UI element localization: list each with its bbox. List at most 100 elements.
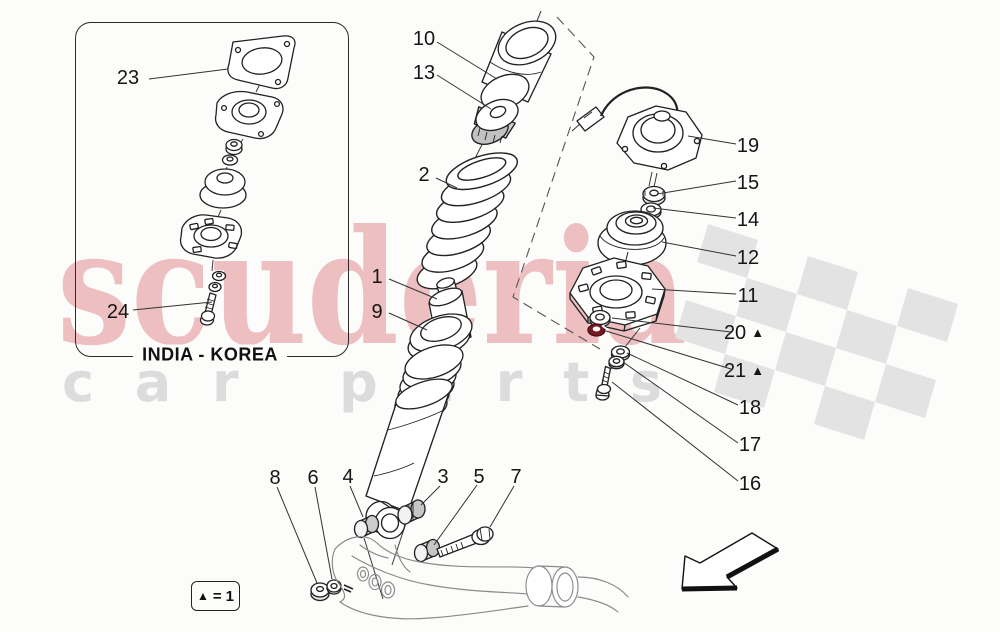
bump-stop xyxy=(471,98,519,145)
legend-equals-sign: = xyxy=(212,587,222,605)
leader-line-9 xyxy=(388,312,428,331)
callout-label-11: 11 xyxy=(738,286,759,306)
callout-number: 15 xyxy=(736,172,760,194)
callout-label-14: 14 xyxy=(737,210,759,230)
callout-number: 9 xyxy=(371,301,383,323)
arm-stud xyxy=(343,584,354,593)
leader-line-7 xyxy=(489,485,515,528)
leader-line-10 xyxy=(436,41,498,80)
coil-spring xyxy=(416,152,518,290)
snap-ring xyxy=(587,323,607,337)
leader-line-17 xyxy=(622,361,739,444)
arm-washer xyxy=(326,579,342,595)
callout-label-9: 9 xyxy=(371,302,382,322)
assembly-axis-dashed-line xyxy=(512,16,601,350)
callout-number: 19 xyxy=(736,135,760,157)
leader-line-18 xyxy=(626,352,739,406)
flag-cell xyxy=(814,386,875,440)
leader-line-13 xyxy=(436,74,492,110)
leader-line-14 xyxy=(652,207,737,219)
callout-number: 23 xyxy=(116,67,140,89)
callout-number: 11 xyxy=(737,285,759,307)
eye-bushing-left xyxy=(353,514,380,539)
sensor-top-mount xyxy=(616,105,703,171)
variant-box-label: INDIA - KOREA xyxy=(133,344,287,366)
arm-nut xyxy=(310,582,330,602)
callout-number: 21 xyxy=(723,360,747,382)
leader-line-11 xyxy=(651,288,737,295)
callout-label-3: 3 xyxy=(437,467,448,487)
flag-cell xyxy=(675,300,736,354)
leader-line-20 xyxy=(611,317,732,333)
leader-line-21 xyxy=(605,330,732,370)
callout-number: 7 xyxy=(510,466,522,488)
leader-line-4 xyxy=(349,485,364,518)
leader-line-24 xyxy=(132,301,213,311)
sensor-mount-stack xyxy=(569,86,703,401)
callout-number: 18 xyxy=(738,397,762,419)
callout-number: 13 xyxy=(412,62,436,84)
leader-line-8 xyxy=(276,486,318,584)
shock-absorber-body xyxy=(365,378,453,513)
flag-cell xyxy=(836,310,897,364)
bolt-washer-spring xyxy=(608,355,625,370)
callout-label-12: 12 xyxy=(737,248,759,268)
callout-label-16: 16 xyxy=(739,474,761,494)
callout-label-4: 4 xyxy=(342,467,353,487)
mount-plate xyxy=(569,257,666,332)
callout-label-6: 6 xyxy=(307,468,318,488)
callout-label-1: 1 xyxy=(371,267,382,287)
callout-label-21: 21▲ xyxy=(724,361,764,381)
callout-label-18: 18 xyxy=(739,398,761,418)
callout-number: 2 xyxy=(418,164,430,186)
callout-number: 10 xyxy=(412,28,436,50)
sensor-connector xyxy=(576,106,605,132)
flag-cell xyxy=(775,332,836,386)
direction-arrow xyxy=(681,532,780,592)
stack-washer-lower xyxy=(589,309,611,328)
callout-number: 20 xyxy=(723,322,747,344)
checkered-flag-decoration xyxy=(675,224,958,440)
leader-line-23 xyxy=(148,68,229,80)
callout-number: 8 xyxy=(269,467,281,489)
leader-line-15 xyxy=(656,180,737,195)
callout-label-17: 17 xyxy=(739,435,761,455)
flag-cell xyxy=(714,354,775,408)
lower-bolt xyxy=(436,526,494,558)
callout-label-15: 15 xyxy=(737,173,759,193)
callout-label-5: 5 xyxy=(473,467,484,487)
callout-number: 24 xyxy=(106,301,130,323)
legend-triangle-symbol: ▲ xyxy=(197,589,209,603)
leader-line-5 xyxy=(433,484,478,546)
callout-label-19: 19 xyxy=(737,136,759,156)
mount-bolt xyxy=(595,365,612,401)
callout-label-8: 8 xyxy=(269,468,280,488)
callout-label-7: 7 xyxy=(510,467,521,487)
leader-line-2 xyxy=(435,177,458,189)
callout-number: 1 xyxy=(371,266,383,288)
sensor-wire xyxy=(599,86,679,117)
flag-cell xyxy=(897,288,958,342)
leader-line-1 xyxy=(388,278,438,300)
callout-number: 12 xyxy=(736,247,760,269)
callout-label-2: 2 xyxy=(418,165,429,185)
dust-cap xyxy=(480,20,557,111)
callout-label-10: 10 xyxy=(413,29,435,49)
leader-line-6 xyxy=(314,486,333,580)
flag-cell xyxy=(697,224,758,278)
main-shock-assembly xyxy=(310,20,557,602)
flag-cell xyxy=(875,364,936,418)
callout-number: 14 xyxy=(736,209,760,231)
callout-triangle-marker: ▲ xyxy=(751,324,765,340)
suspension-arm xyxy=(331,536,629,620)
callout-label-20: 20▲ xyxy=(724,323,764,343)
leader-line-3 xyxy=(420,485,441,506)
leader-line-19 xyxy=(687,135,737,145)
callout-label-24: 24 xyxy=(107,302,129,322)
callout-label-13: 13 xyxy=(413,63,435,83)
callout-number: 17 xyxy=(738,434,762,456)
leader-line-16 xyxy=(611,381,739,482)
callout-number: 5 xyxy=(473,466,485,488)
